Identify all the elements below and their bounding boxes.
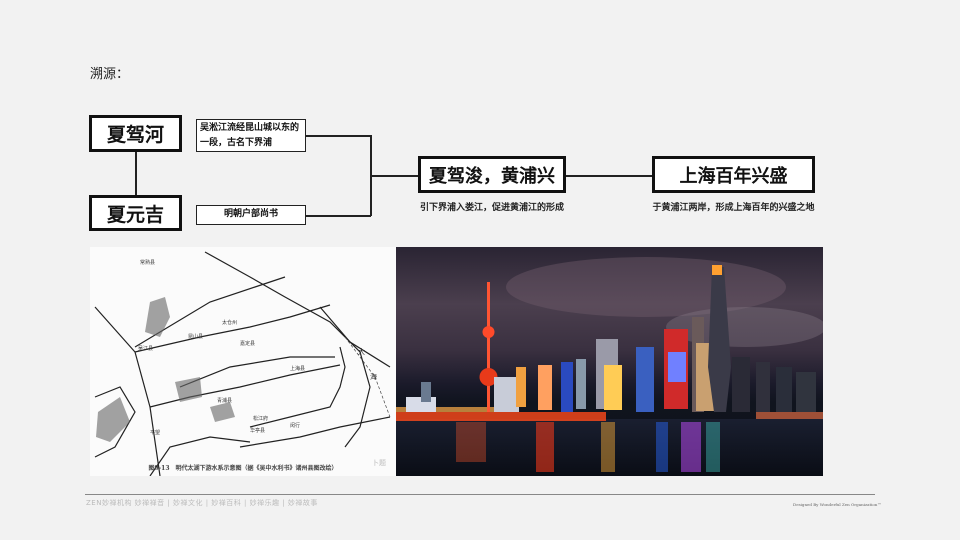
footer-credit: Designed By Wonderful Zen Organization™ <box>793 502 882 507</box>
map-label-da: 大 <box>358 348 365 356</box>
connector-top <box>306 135 371 137</box>
box-xiajia-river: 夏驾河 <box>89 115 182 152</box>
map-label-minhang: 闵行 <box>290 423 301 429</box>
connector-to-result <box>566 175 652 177</box>
map-label-shanghai: 上海县 <box>290 366 306 372</box>
skyline-drawing <box>396 257 823 476</box>
box-event: 夏驾浚，黄浦兴 <box>418 156 566 193</box>
event-caption: 引下界浦入娄江，促进黄浦江的形成 <box>419 203 564 213</box>
footer-brand-links: ZEN妙禅机构 妙禅禅音 | 妙禅文化 | 妙禅百科 | 妙禅乐趣 | 妙禅故事 <box>86 499 318 507</box>
map-label-kunshan: 昆山县 <box>188 334 204 340</box>
box-result: 上海百年兴盛 <box>652 156 815 193</box>
map-label-wujiang: 吴江县 <box>138 346 154 352</box>
shanghai-skyline-photo <box>396 247 823 476</box>
map-watermark: 卜题 <box>372 459 386 467</box>
historical-map-image: 常熟县 太仓州 昆山县 嘉定县 上海县 青浦县 松江府 华亭县 闵行 平望 吴江… <box>90 247 396 476</box>
map-label-taicang: 太仓州 <box>222 320 238 326</box>
note-river-description: 吴淞江流经昆山城以东的一段，古名下界浦 <box>196 119 306 152</box>
connector-bottom <box>306 215 371 217</box>
map-drawing <box>94 251 391 476</box>
connector-to-event <box>370 175 418 177</box>
map-label-hai: 海 <box>370 373 377 381</box>
map-label-qingpu: 青浦县 <box>217 398 233 404</box>
footer-divider <box>85 494 875 495</box>
map-label-songjiang: 松江府 <box>253 416 269 422</box>
note-minister-title: 明朝户部尚书 <box>196 205 306 225</box>
map-label-jiading: 嘉定县 <box>240 341 256 347</box>
map-label-changshu: 常熟县 <box>140 260 156 266</box>
result-caption: 于黄浦江两岸，形成上海百年的兴盛之地 <box>652 203 815 213</box>
connector-vertical <box>135 152 137 195</box>
map-label-huating: 华亭县 <box>250 428 266 434</box>
box-xia-yuanji: 夏元吉 <box>89 195 182 231</box>
map-label-pingwang: 平望 <box>150 430 161 436</box>
section-title: 溯源： <box>90 67 130 82</box>
map-caption: 图9-13 明代太湖下游水系示意图（据《吴中水利书》诸州县图改绘） <box>148 465 338 472</box>
